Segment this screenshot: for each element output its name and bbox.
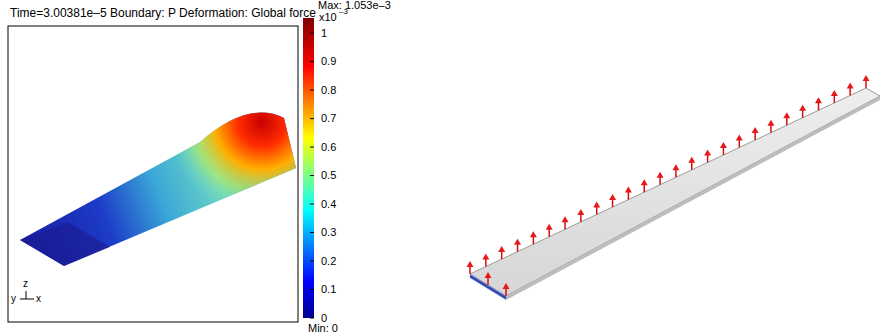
- colorbar-tick-label: 0: [321, 313, 327, 324]
- tick-mark: [310, 118, 314, 119]
- tick-mark: [310, 61, 314, 62]
- axis-label: x: [36, 294, 41, 304]
- color-bar: [303, 18, 314, 318]
- colorbar-exponent: –3: [339, 8, 348, 16]
- force-arrow: [815, 97, 822, 110]
- force-arrow: [831, 90, 838, 103]
- colorbar-tick-label: 1: [321, 28, 327, 39]
- force-arrow: [720, 142, 727, 155]
- tick-mark: [310, 204, 314, 205]
- force-arrow: [593, 201, 600, 214]
- force-arrow: [688, 157, 695, 170]
- tick-mark: [310, 232, 314, 233]
- colorbar-tick-label: 0.7: [321, 113, 336, 124]
- force-arrow: [546, 224, 553, 237]
- force-arrow: [467, 261, 474, 274]
- force-arrow: [609, 194, 616, 207]
- force-arrow: [863, 75, 870, 88]
- deformed-plate: [20, 113, 296, 266]
- loaded-plate: [470, 88, 880, 300]
- axis-triad: [20, 291, 34, 299]
- force-arrow: [657, 172, 664, 185]
- tick-mark: [310, 90, 314, 91]
- force-arrows: [467, 75, 870, 296]
- min-value: Min: 0: [308, 323, 338, 334]
- plot-title: Time=3.00381e–5 Boundary: P Deformation:…: [10, 7, 316, 19]
- force-arrow: [752, 127, 759, 140]
- colorbar-tick-label: 0.8: [321, 85, 336, 96]
- force-arrow: [641, 179, 648, 192]
- force-arrow: [577, 209, 584, 222]
- tick-mark: [310, 261, 314, 262]
- force-arrow: [482, 254, 489, 267]
- tick-mark: [310, 175, 314, 176]
- force-arrow: [485, 272, 492, 285]
- force-arrow: [736, 135, 743, 148]
- colorbar-tick-label: 0.2: [321, 256, 336, 267]
- color-bar-ticks: [310, 33, 314, 318]
- tick-mark: [310, 318, 314, 319]
- colorbar-tick-label: 0.1: [321, 284, 336, 295]
- force-arrow: [514, 239, 521, 252]
- colorbar-tick-label: 0.6: [321, 142, 336, 153]
- colorbar-tick-label: 0.3: [321, 227, 336, 238]
- force-arrow: [767, 120, 774, 133]
- force-arrow: [530, 231, 537, 244]
- force-arrow: [799, 105, 806, 118]
- colorbar-tick-label: 0.5: [321, 170, 336, 181]
- tick-mark: [310, 147, 314, 148]
- tick-mark: [310, 33, 314, 34]
- force-arrow: [672, 164, 679, 177]
- force-arrow: [562, 216, 569, 229]
- force-arrow: [783, 112, 790, 125]
- force-arrow: [847, 82, 854, 95]
- colorbar-tick-label: 0.4: [321, 199, 336, 210]
- tick-mark: [310, 289, 314, 290]
- colorbar-tick-label: 0.9: [321, 56, 336, 67]
- axis-label: z: [23, 279, 28, 289]
- force-arrow: [704, 149, 711, 162]
- axis-label: y: [11, 294, 16, 304]
- max-value: Max: 1.053e–3: [318, 0, 391, 11]
- force-arrow: [498, 246, 505, 259]
- colorbar-exponent-base: x10: [319, 12, 337, 23]
- plot-frame: [8, 26, 298, 322]
- force-arrow: [503, 283, 510, 296]
- force-arrow: [625, 187, 632, 200]
